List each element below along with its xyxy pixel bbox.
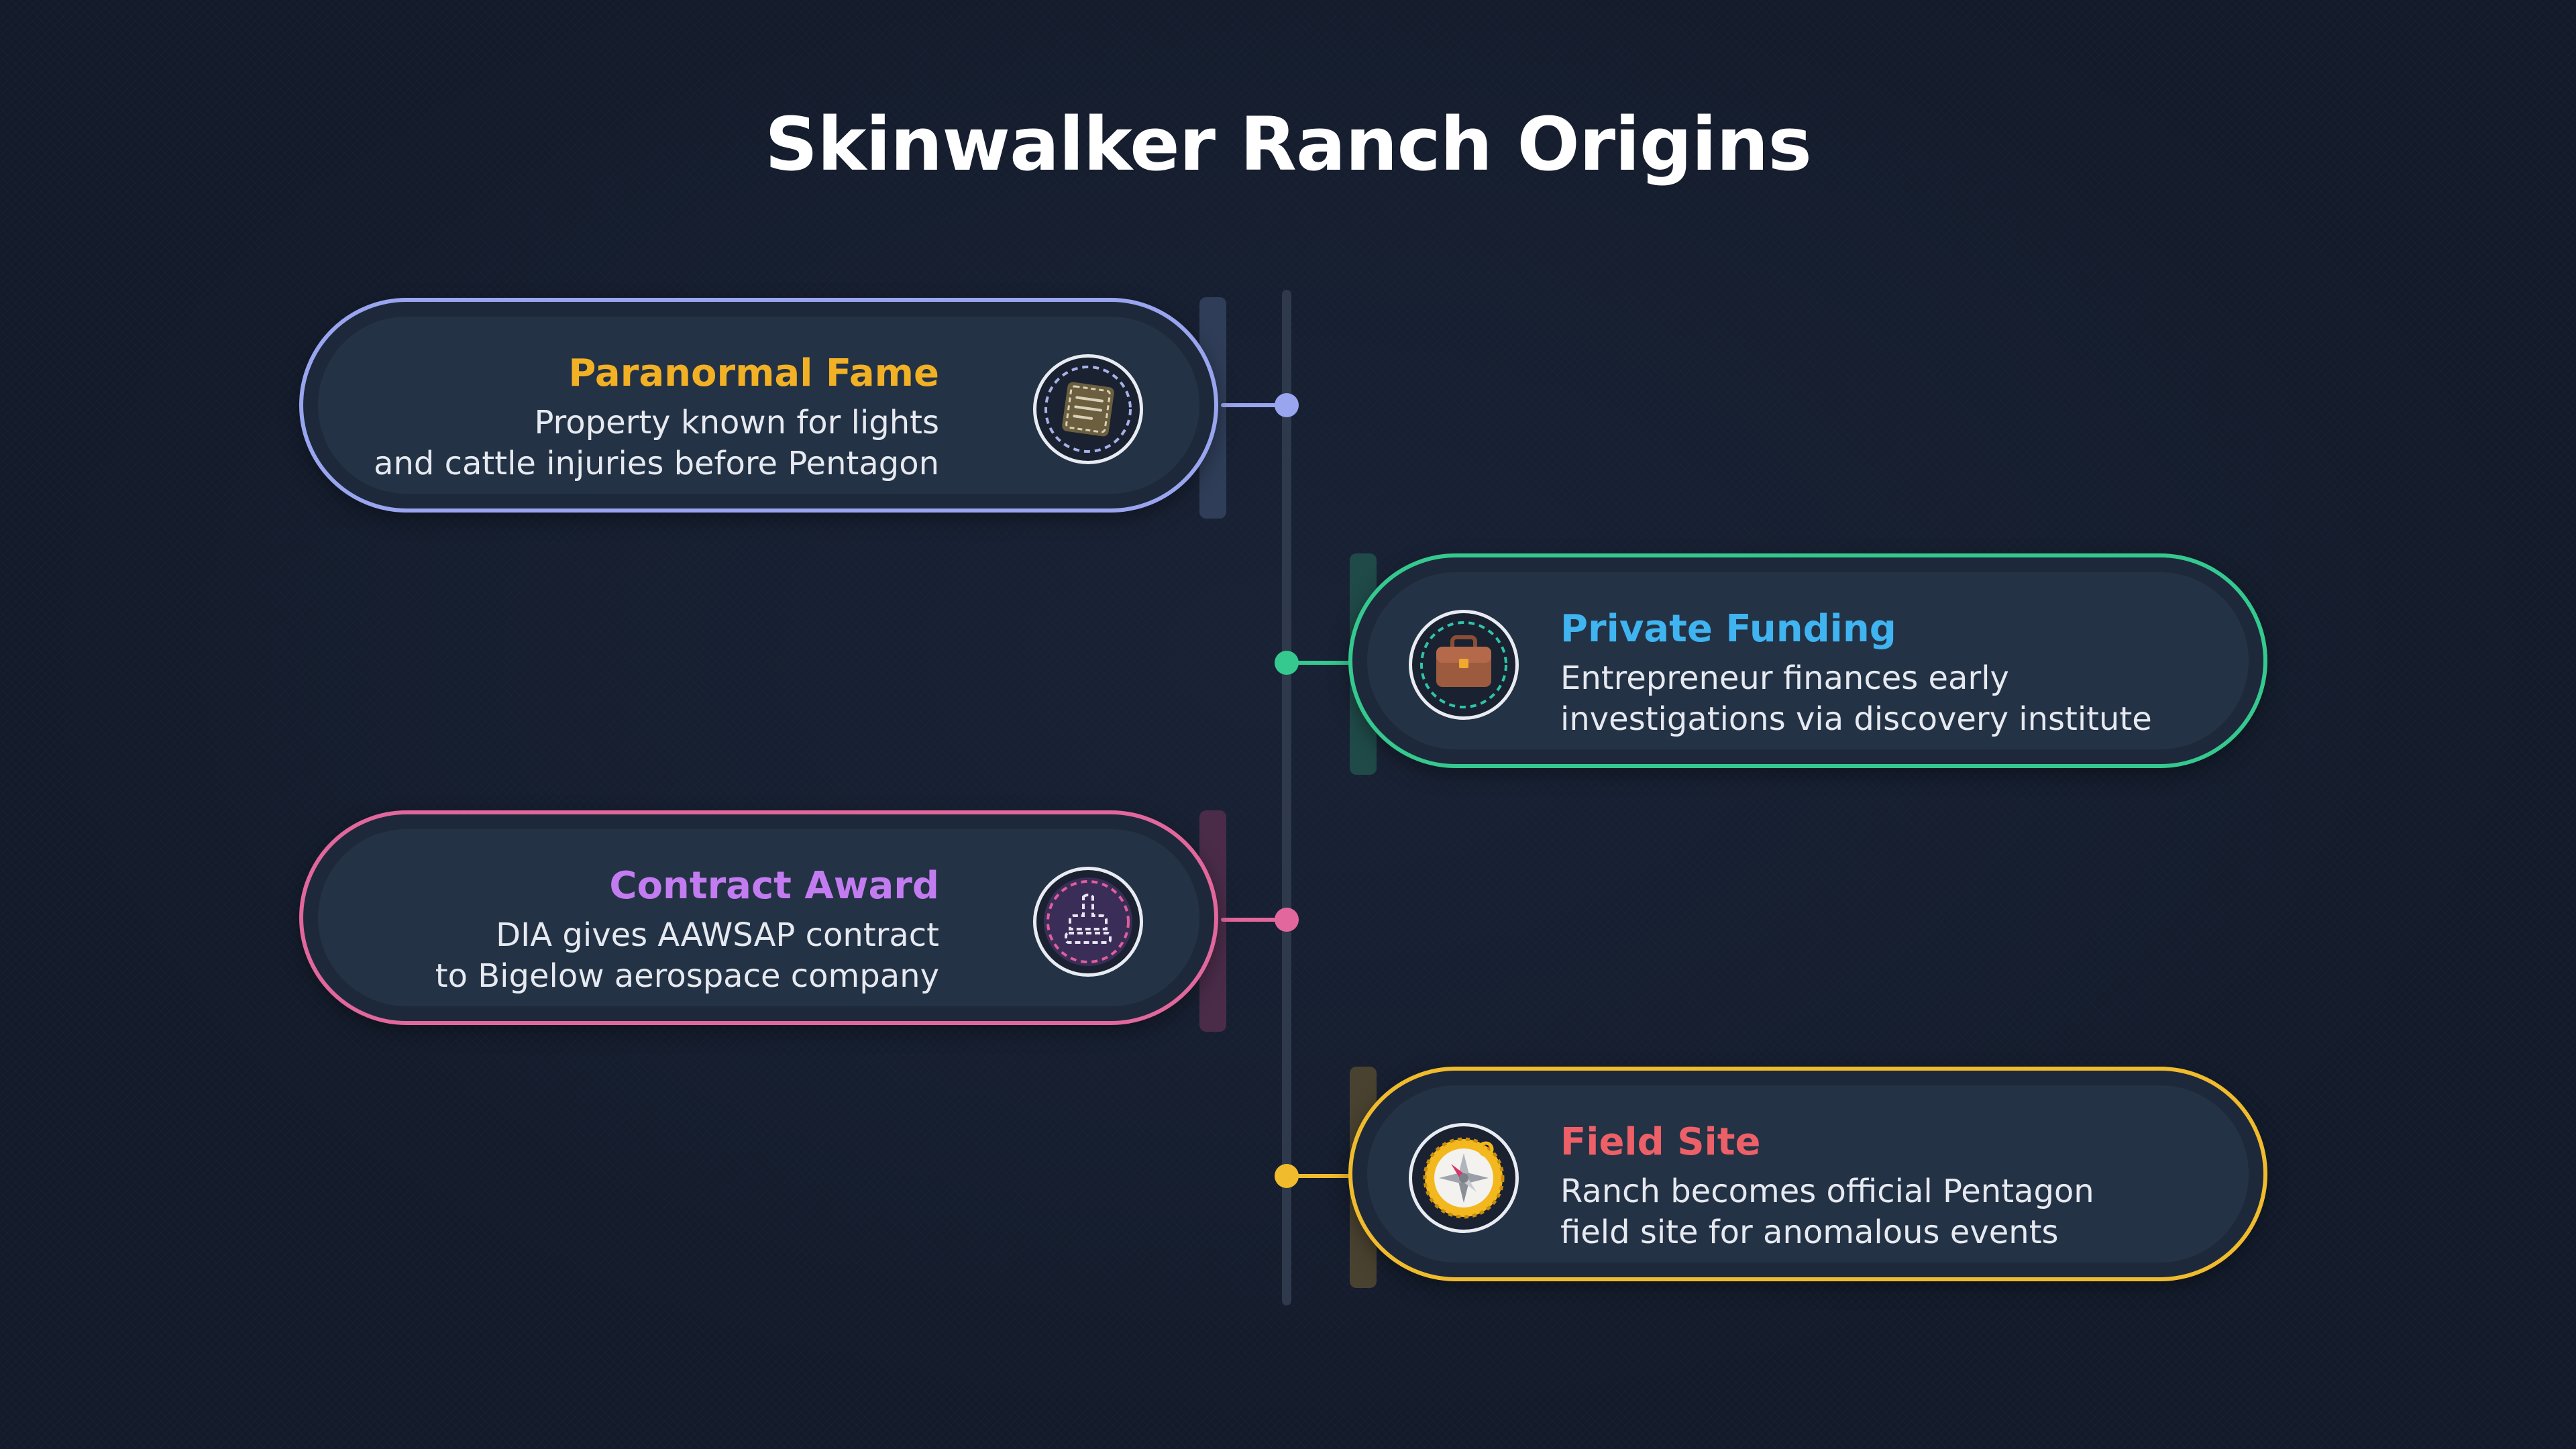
connector-3	[1221, 918, 1288, 922]
event-description-3: DIA gives AAWSAP contract to Bigelow aer…	[435, 916, 939, 995]
event-description-1: Property known for lights and cattle inj…	[374, 404, 939, 482]
timeline-dot-2	[1275, 651, 1299, 675]
document-icon	[1033, 354, 1143, 464]
event-card-3: Contract Award DIA gives AAWSAP contract…	[299, 810, 1218, 1025]
timeline-dot-4	[1275, 1164, 1299, 1188]
stamp-icon	[1033, 867, 1143, 977]
connector-1	[1221, 403, 1288, 407]
compass-icon	[1409, 1123, 1519, 1233]
event-heading-1: Paranormal Fame	[568, 352, 939, 395]
event-card-2: Private Funding Entrepreneur finances ea…	[1348, 553, 2267, 768]
event-card-4: Field Site Ranch becomes official Pentag…	[1348, 1067, 2267, 1281]
diagram-title: Skinwalker Ranch Origins	[764, 101, 1812, 187]
connector-4	[1287, 1174, 1354, 1178]
event-card-1: Paranormal Fame Property known for light…	[299, 298, 1218, 513]
timeline-spine	[1282, 290, 1291, 1305]
event-description-2: Entrepreneur finances early investigatio…	[1560, 659, 2152, 738]
briefcase-icon	[1409, 610, 1519, 720]
event-description-4: Ranch becomes official Pentagon field si…	[1560, 1173, 2094, 1251]
event-heading-3: Contract Award	[609, 864, 939, 908]
connector-2	[1287, 661, 1354, 665]
event-heading-4: Field Site	[1560, 1120, 1761, 1164]
timeline-dot-1	[1275, 393, 1299, 417]
timeline-dot-3	[1275, 908, 1299, 932]
event-heading-2: Private Funding	[1560, 607, 1896, 651]
